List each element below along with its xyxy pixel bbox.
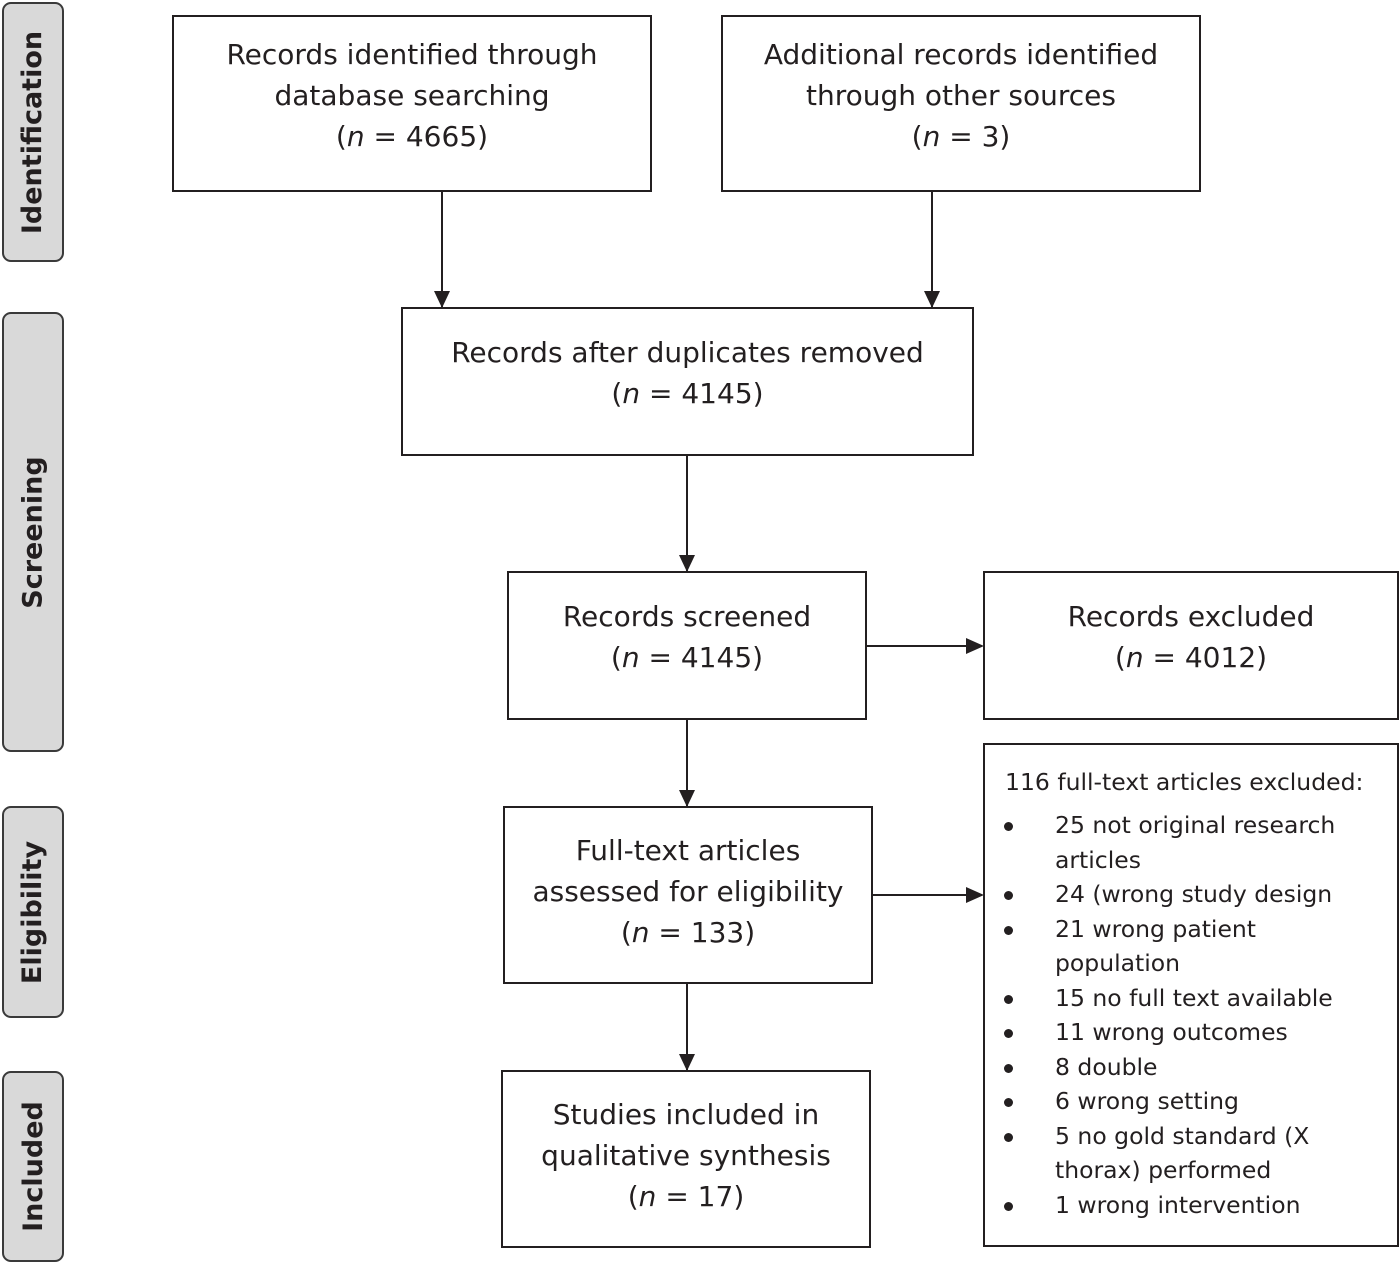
box-count: (n = 4145) [611, 377, 764, 410]
exclusion-text: 1 wrong intervention [1055, 1190, 1301, 1219]
box-line: Records excluded [1067, 600, 1315, 633]
exclusion-item: 1 wrong intervention [985, 1188, 1355, 1223]
box-records-excluded: Records excluded (n = 4012) [983, 571, 1399, 720]
bullet-icon [1004, 1132, 1013, 1142]
box-database-records: Records identified through database sear… [172, 15, 652, 192]
box-line: Additional records identified [763, 38, 1159, 71]
bullet-icon [1004, 1098, 1013, 1107]
arrowhead [966, 887, 984, 903]
exclusion-item: 25 not original research articles [985, 808, 1355, 877]
box-studies-included: Studies included in qualitative synthesi… [501, 1070, 871, 1248]
box-count: (n = 3) [911, 120, 1011, 153]
exclusion-text: 21 wrong patient population [1055, 914, 1257, 978]
exclusion-text: 24 (wrong study design [1055, 880, 1333, 908]
exclusion-item: 24 (wrong study design [985, 877, 1355, 912]
box-count: (n = 4145) [610, 641, 764, 674]
bullet-icon [1004, 1063, 1013, 1073]
phase-included: Included [2, 1071, 64, 1262]
arrowhead [679, 1054, 695, 1071]
exclusion-item: 11 wrong outcomes [985, 1015, 1355, 1050]
arrowhead [966, 638, 984, 654]
box-after-duplicates: Records after duplicates removed (n = 41… [401, 307, 974, 456]
exclusion-text: 5 no gold standard (X thorax) performed [1055, 1121, 1310, 1185]
exclusion-item: 21 wrong patient population [985, 912, 1355, 981]
box-line: Full-text articles [575, 834, 801, 867]
exclusions-list: 25 not original research articles 24 (wro… [985, 808, 1355, 1222]
bullet-icon [1004, 891, 1013, 900]
phase-screening: Screening [2, 312, 64, 752]
exclusion-text: 6 wrong setting [1055, 1087, 1239, 1115]
exclusion-text: 11 wrong outcomes [1055, 1018, 1288, 1046]
exclusion-item: 8 double [985, 1050, 1355, 1085]
bullet-icon [1004, 925, 1013, 935]
exclusion-text: 25 not original research articles [1055, 811, 1336, 874]
box-fulltext-exclusions: 116 full-text articles excluded: 25 not … [983, 743, 1399, 1247]
bullet-icon [1004, 822, 1013, 831]
box-line: through other sources [806, 79, 1116, 112]
box-line: qualitative synthesis [541, 1139, 831, 1172]
arrowhead [434, 291, 450, 308]
box-count: (n = 17) [627, 1180, 745, 1213]
box-records-screened: Records screened (n = 4145) [507, 571, 867, 720]
box-line: Records identified through [226, 38, 598, 71]
box-line: Records after duplicates removed [451, 336, 924, 369]
phase-identification: Identification [2, 2, 64, 262]
exclusion-text: 8 double [1055, 1052, 1158, 1081]
exclusion-item: 6 wrong setting [985, 1084, 1355, 1119]
exclusions-heading: 116 full-text articles excluded: [1005, 768, 1364, 796]
exclusion-text: 15 no full text available [1055, 983, 1333, 1012]
phase-eligibility: Eligibility [2, 806, 64, 1018]
arrowhead [679, 555, 695, 572]
box-line: Studies included in [552, 1098, 820, 1131]
bullet-icon [1004, 1029, 1013, 1038]
box-count: (n = 4665) [335, 120, 489, 153]
box-line: database searching [274, 79, 550, 112]
box-count: (n = 4012) [1114, 641, 1268, 674]
arrowhead [679, 790, 695, 807]
box-count: (n = 133) [620, 916, 756, 949]
exclusion-item: 5 no gold standard (X thorax) performed [985, 1119, 1355, 1188]
bullet-icon [1004, 1201, 1013, 1211]
box-line: Records screened [562, 600, 812, 633]
arrowhead [924, 291, 940, 308]
box-fulltext-assessed: Full-text articles assessed for eligibil… [503, 806, 873, 984]
bullet-icon [1004, 994, 1013, 1004]
box-line: assessed for eligibility [532, 875, 844, 908]
exclusion-item: 15 no full text available [985, 981, 1355, 1016]
box-other-records: Additional records identified through ot… [721, 15, 1201, 192]
